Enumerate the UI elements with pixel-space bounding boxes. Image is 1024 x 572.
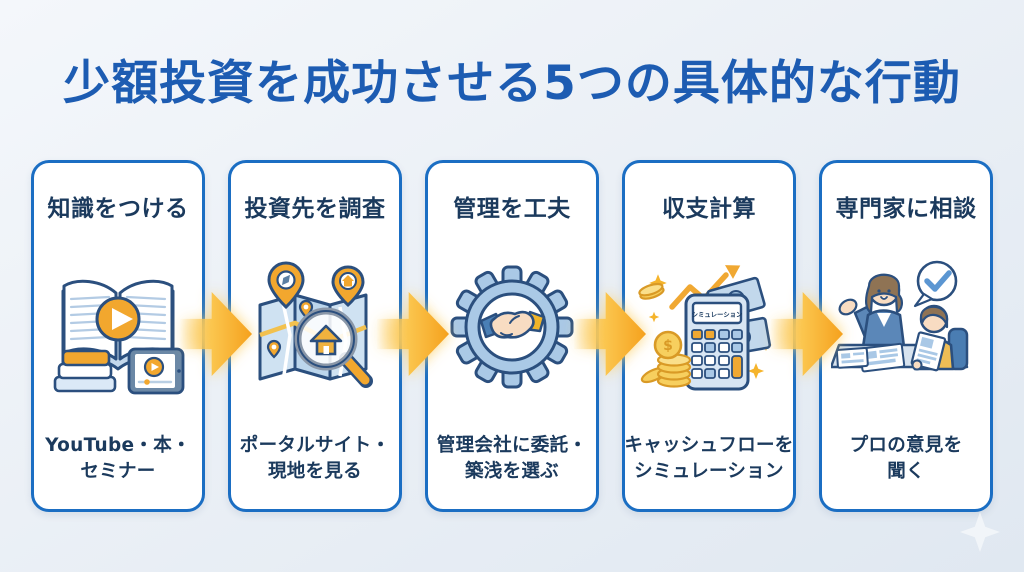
gear-handshake-icon: [434, 223, 590, 433]
step-card-knowledge: 知識をつける: [31, 160, 205, 512]
caption-line: 築浅を選ぶ: [464, 461, 559, 483]
book-video-learning-icon: [40, 223, 196, 433]
step-card-cashflow: 収支計算: [622, 160, 796, 512]
arrow-right-icon: [771, 292, 843, 376]
step-card-management: 管理を工夫: [425, 160, 599, 512]
step-title: 専門家に相談: [835, 196, 977, 222]
flow-arrow-1: [180, 292, 252, 376]
arrow-right-icon: [377, 292, 449, 376]
caption-line: プロの意見を: [849, 435, 963, 457]
arrow-right-icon: [574, 292, 646, 376]
caption-line: 管理会社に委託・: [436, 435, 588, 457]
caption-line: ポータルサイト・: [239, 435, 391, 457]
sparkle-icon: [960, 512, 1000, 552]
caption-line: セミナー: [80, 461, 156, 483]
calculator-display-text: シミュレーション: [692, 311, 743, 319]
flow-arrow-3: [574, 292, 646, 376]
flow-arrow-2: [377, 292, 449, 376]
consultation-icon: [828, 223, 984, 433]
flow-arrow-4: [771, 292, 843, 376]
page-title: 少額投資を成功させる5つの具体的な行動: [63, 56, 961, 111]
step-caption: ポータルサイト・ 現地を見る: [240, 433, 390, 485]
step-card-research: 投資先を調査: [228, 160, 402, 512]
step-caption: 管理会社に委託・ 築浅を選ぶ: [437, 433, 587, 485]
arrow-right-icon: [180, 292, 252, 376]
caption-line: シミュレーション: [634, 461, 784, 483]
caption-line: YouTube・本・: [45, 435, 191, 457]
step-title: 投資先を調査: [244, 196, 386, 222]
step-title: 収支計算: [662, 196, 756, 222]
svg-text:$: $: [663, 338, 673, 354]
step-caption: キャッシュフローを シミュレーション: [624, 433, 793, 485]
caption-line: 聞く: [887, 461, 925, 483]
caption-line: キャッシュフローを: [624, 435, 794, 457]
step-card-consultation: 専門家に相談: [819, 160, 993, 512]
step-caption: プロの意見を 聞く: [850, 433, 963, 485]
caption-line: 現地を見る: [267, 461, 362, 483]
map-search-icon: [237, 223, 393, 433]
step-caption: YouTube・本・ セミナー: [45, 433, 191, 485]
step-title: 知識をつける: [47, 196, 189, 222]
calculator-cashflow-icon: シミュレーション $: [631, 223, 787, 433]
step-title: 管理を工夫: [453, 196, 571, 222]
